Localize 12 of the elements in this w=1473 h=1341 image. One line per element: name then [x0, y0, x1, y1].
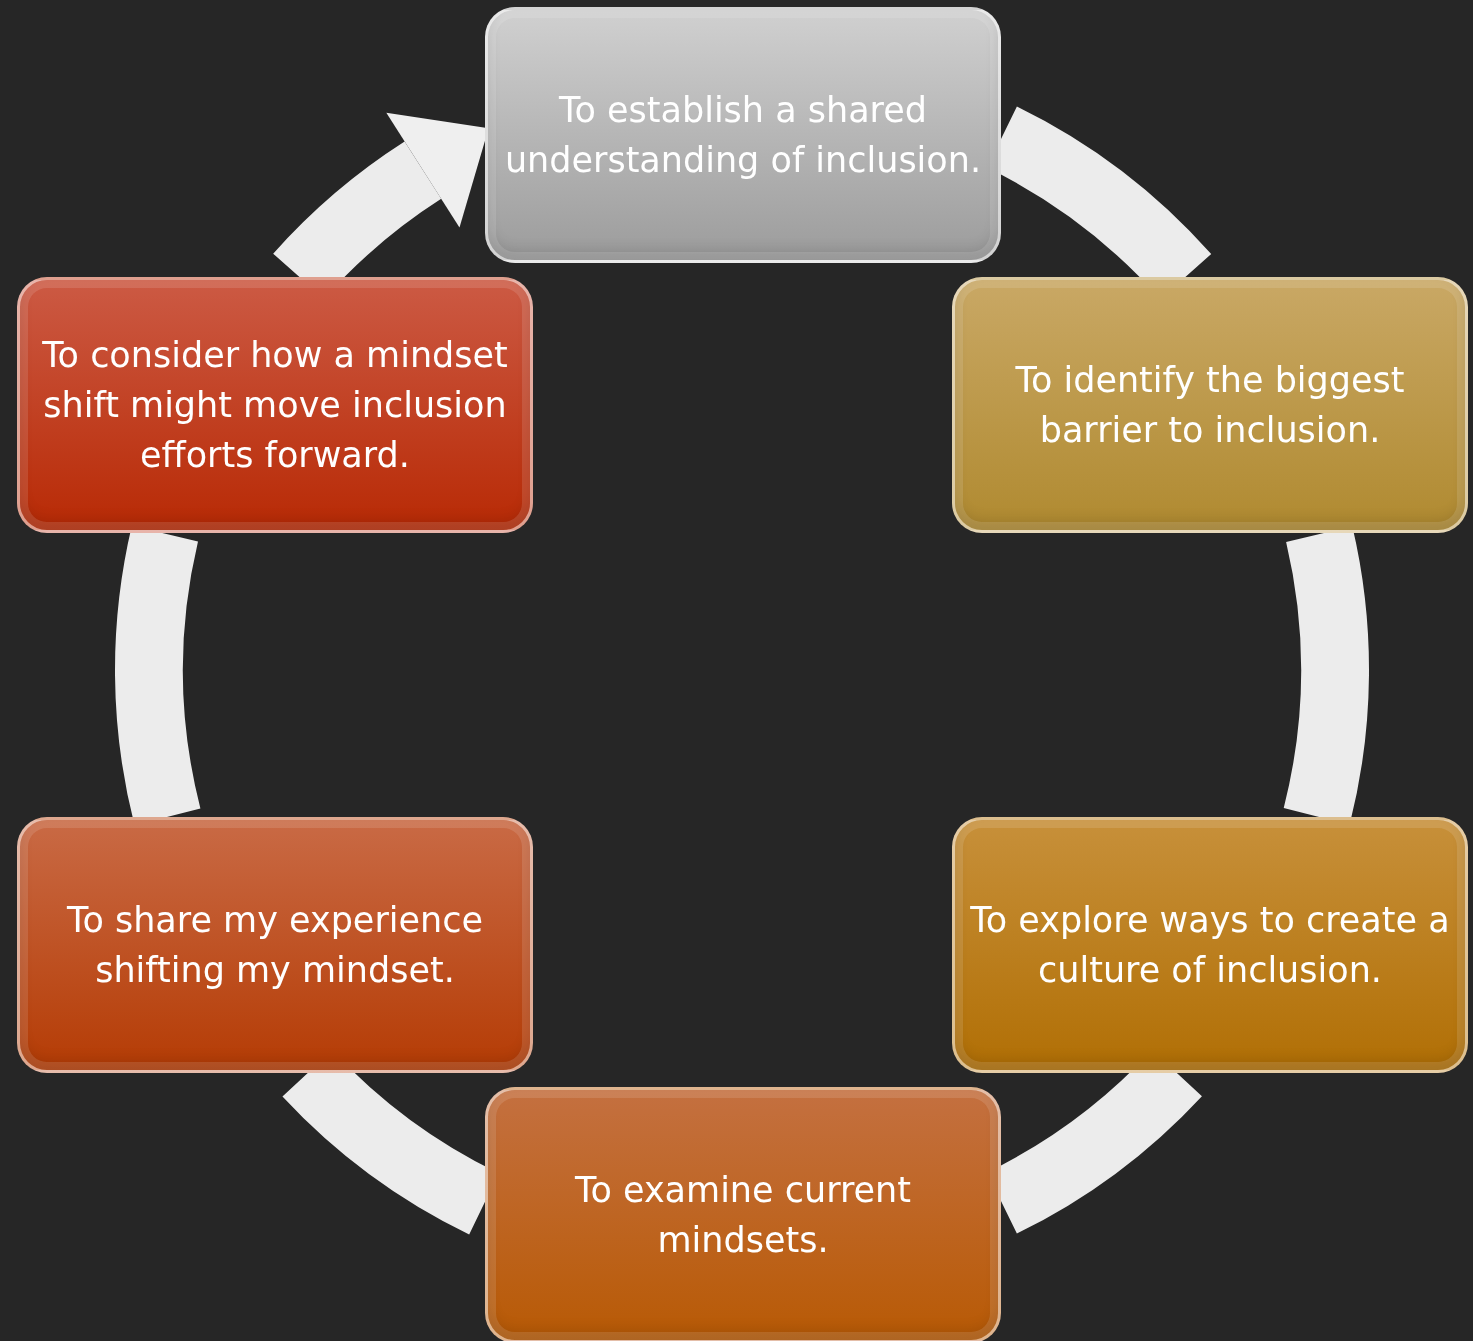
step-text: To examine current mindsets.: [574, 1168, 912, 1262]
step-text: To explore ways to create a culture of inclusion.: [969, 898, 1451, 992]
step-text: To consider how a mindset shift might move inclusion efforts forward.: [41, 333, 509, 477]
step-box: [952, 277, 1468, 533]
step-text: To establish a shared understanding of inclusion.: [503, 88, 983, 182]
step-text: To share my experience shifting my mindset.: [65, 898, 484, 992]
step-box: [952, 817, 1468, 1073]
step-box: [17, 277, 533, 533]
step-text: To identify the biggest barrier to inclusion.: [1014, 358, 1406, 452]
step-box: [485, 7, 1001, 263]
step-box: [485, 1087, 1001, 1341]
step-box: [17, 817, 533, 1073]
